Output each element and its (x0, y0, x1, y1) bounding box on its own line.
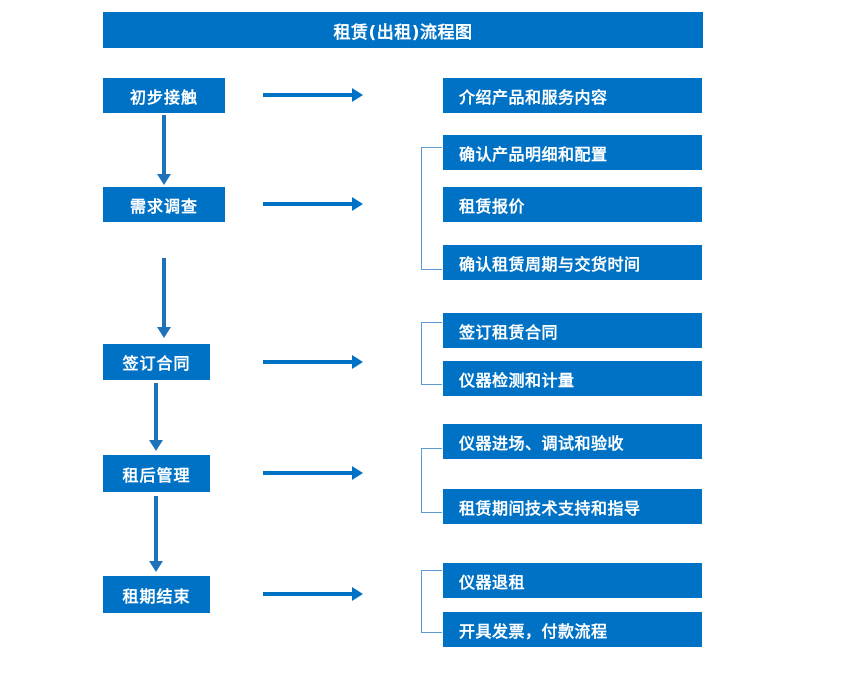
arrow-head (149, 561, 163, 572)
arrow-head (157, 327, 171, 338)
stage-box-租后管理[interactable]: 租后管理 (103, 455, 210, 492)
arrow-head (352, 197, 363, 211)
detail-box-签订租赁合同[interactable]: 签订租赁合同 (443, 313, 702, 348)
stage-box-需求调查[interactable]: 需求调查 (103, 187, 225, 222)
detail-box-仪器检测和计量[interactable]: 仪器检测和计量 (443, 361, 702, 396)
arrow-shaft (263, 592, 353, 596)
right-arrow-需求调查 (263, 197, 363, 211)
detail-box-确认产品明细和配置[interactable]: 确认产品明细和配置 (443, 135, 702, 170)
detail-box-仪器进场调试和验收[interactable]: 仪器进场、调试和验收 (443, 424, 702, 459)
down-arrow-签订合同-租后管理 (149, 383, 163, 451)
arrow-shaft (154, 496, 158, 561)
arrow-shaft (263, 471, 353, 475)
arrow-head (352, 355, 363, 369)
arrow-shaft (263, 202, 353, 206)
right-arrow-初步接触 (263, 88, 363, 102)
detail-box-租赁报价[interactable]: 租赁报价 (443, 187, 702, 222)
arrow-head (352, 466, 363, 480)
stage-box-初步接触[interactable]: 初步接触 (103, 78, 225, 113)
arrow-shaft (263, 360, 353, 364)
down-arrow-初步接触-需求调查 (157, 115, 171, 185)
bracket-需求调查 (421, 147, 442, 270)
arrow-head (157, 174, 171, 185)
detail-box-租赁期间技术支持和指导[interactable]: 租赁期间技术支持和指导 (443, 489, 702, 524)
arrow-head (149, 440, 163, 451)
right-arrow-租期结束 (263, 587, 363, 601)
arrow-shaft (162, 115, 166, 174)
down-arrow-需求调查-签订合同 (157, 258, 171, 338)
arrow-head (352, 88, 363, 102)
detail-box-仪器退租[interactable]: 仪器退租 (443, 563, 702, 598)
right-arrow-签订合同 (263, 355, 363, 369)
arrow-shaft (162, 258, 166, 327)
detail-box-开具发票付款流程[interactable]: 开具发票，付款流程 (443, 612, 702, 647)
detail-box-介绍产品和服务内容[interactable]: 介绍产品和服务内容 (443, 78, 702, 113)
detail-box-确认租赁周期与交货时间[interactable]: 确认租赁周期与交货时间 (443, 245, 702, 280)
stage-box-签订合同[interactable]: 签订合同 (103, 344, 210, 380)
arrow-shaft (154, 383, 158, 440)
bracket-租期结束 (421, 570, 442, 633)
bracket-租后管理 (421, 448, 442, 513)
bracket-签订合同 (421, 322, 442, 385)
right-arrow-租后管理 (263, 466, 363, 480)
stage-box-租期结束[interactable]: 租期结束 (103, 576, 210, 613)
diagram-title: 租赁(出租)流程图 (103, 12, 703, 48)
arrow-head (352, 587, 363, 601)
arrow-shaft (263, 93, 353, 97)
down-arrow-租后管理-租期结束 (149, 496, 163, 572)
